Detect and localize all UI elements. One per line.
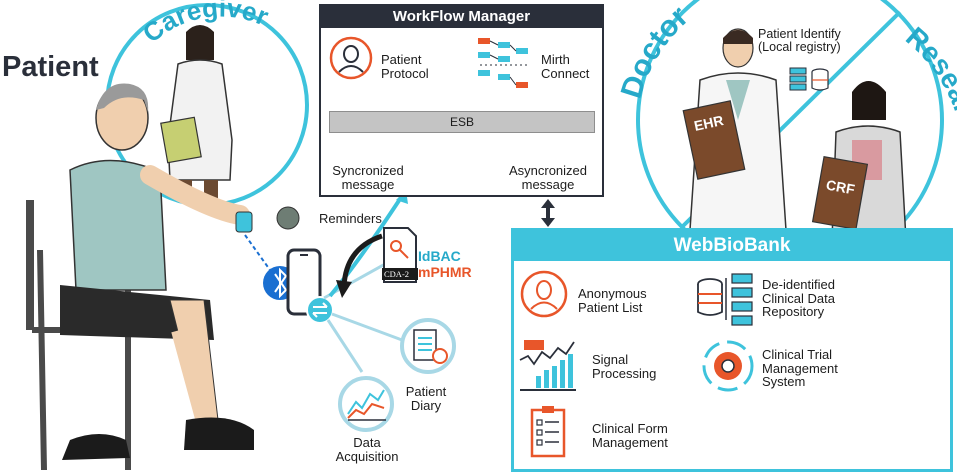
sync-hub-icon: [306, 296, 334, 324]
data-acquisition-icon: [338, 376, 394, 432]
idbac-label: IdBAC: [418, 248, 461, 264]
patient-identify-label: Patient Identify(Local registry): [758, 27, 841, 55]
workflow-manager-panel: [319, 4, 604, 197]
reminders-label: Reminders: [319, 211, 382, 226]
researcher-role-title: Researcher: [900, 21, 957, 176]
upload-arrow: [328, 194, 404, 298]
local-registry-icon: [789, 67, 829, 91]
patient-protocol-icon: [329, 36, 373, 80]
reminders-arrow: [341, 233, 383, 287]
hub-link-data: [326, 319, 364, 373]
clinical-form-icon: [530, 406, 566, 458]
deidentified-repository-icon: [697, 273, 753, 326]
patient-role-title: Patient: [2, 51, 99, 83]
mirth-connect-icon: [478, 38, 528, 88]
mphmr-label: mPHMR: [418, 264, 472, 280]
webbiobank-title: WebBioBank: [514, 231, 950, 261]
caregiver-role-title: Caregiver: [137, 0, 273, 48]
webbiobank-panel: [511, 228, 953, 472]
doctor-role-title: Doctor: [615, 0, 695, 102]
cda-badge-label: CDA-2: [384, 269, 410, 279]
signal-processing-icon: [519, 340, 576, 391]
patient-figure: [26, 83, 300, 471]
wm-webbiobank-arrow: [541, 199, 555, 227]
clinical-trial-icon: [702, 340, 754, 392]
hub-link-diary: [331, 312, 403, 342]
bluetooth-link: [244, 234, 271, 271]
anonymous-list-icon: [520, 270, 568, 318]
doctor-figure: [682, 28, 787, 231]
smartphone-icon: [286, 248, 322, 316]
reminders-arrowhead: [336, 280, 352, 298]
workflow-manager-title: WorkFlow Manager: [321, 6, 602, 28]
patient-diary-icon: [400, 318, 456, 374]
esb-bar: ESB: [329, 111, 595, 133]
researcher-figure: [811, 81, 907, 241]
cda-document-icon: [382, 227, 418, 283]
